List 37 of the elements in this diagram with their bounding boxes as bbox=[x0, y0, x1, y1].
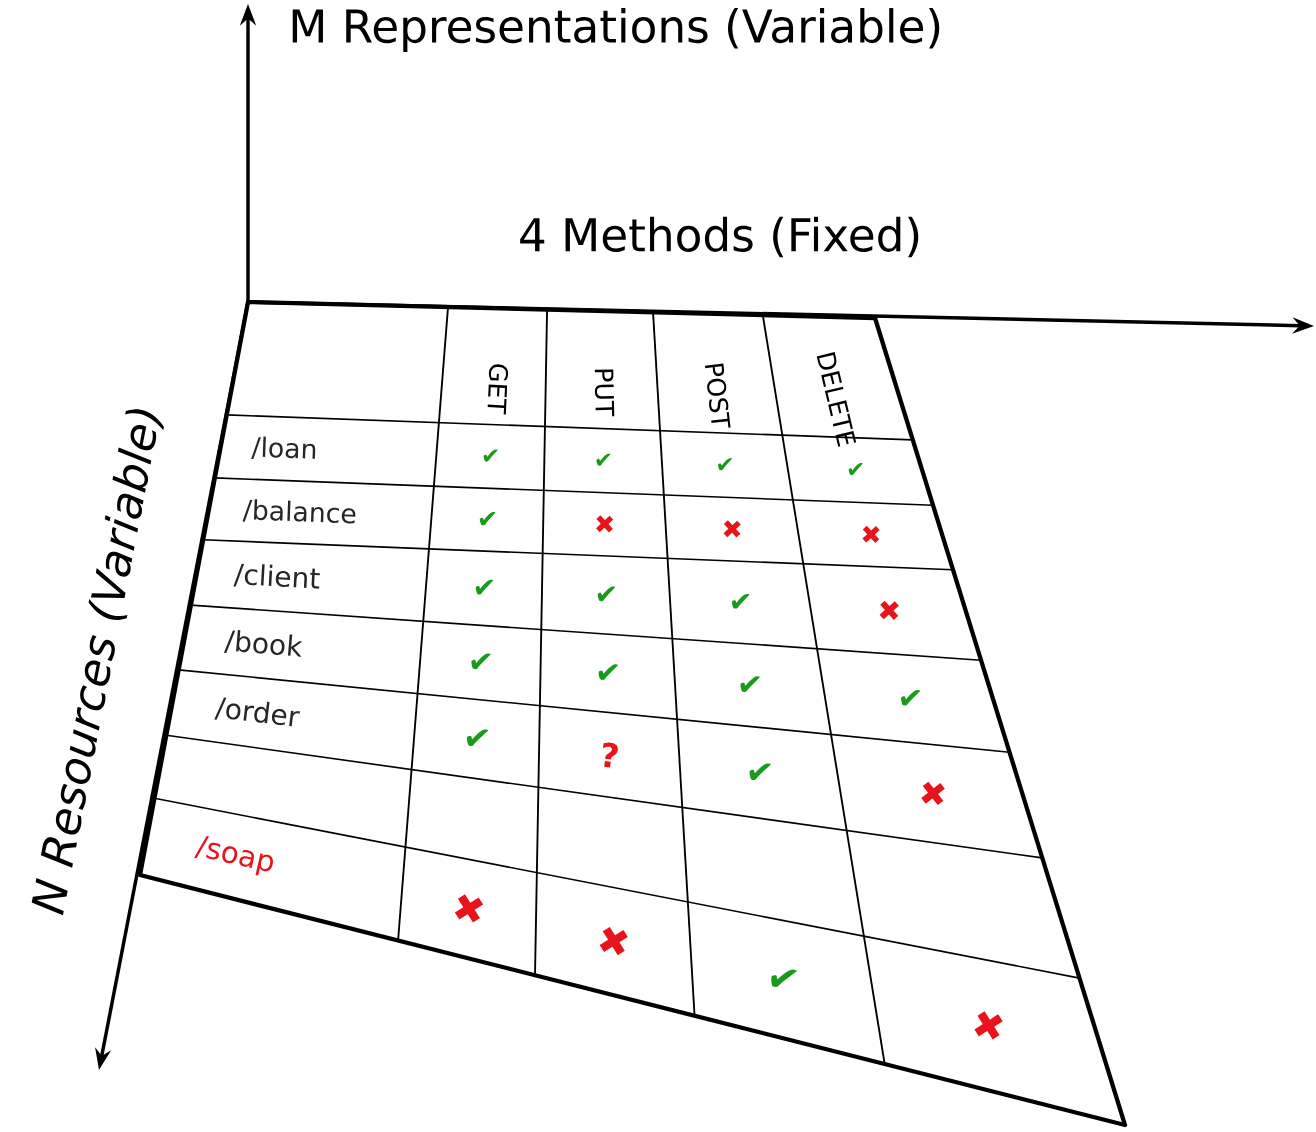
cross-mark: ✖ bbox=[723, 520, 741, 538]
check-mark: ✔ bbox=[731, 594, 750, 609]
column-header: POST bbox=[705, 363, 731, 428]
cross-mark: ✖ bbox=[921, 781, 945, 806]
cross-mark: ✖ bbox=[596, 515, 614, 533]
check-mark: ✔ bbox=[475, 579, 494, 595]
row-label: /balance bbox=[242, 499, 356, 524]
column-header: GET bbox=[487, 364, 509, 415]
check-mark: ✔ bbox=[483, 449, 498, 462]
check-mark: ✔ bbox=[598, 664, 618, 680]
axis-label: N Resources (Variable) bbox=[31, 409, 164, 916]
check-mark: ✔ bbox=[718, 458, 733, 471]
check-mark: ✔ bbox=[740, 676, 760, 692]
check-mark: ✔ bbox=[901, 689, 921, 706]
check-mark: ✔ bbox=[848, 463, 863, 476]
check-mark: ✔ bbox=[466, 729, 489, 746]
row-label: /book bbox=[223, 630, 303, 657]
row-label: /loan bbox=[251, 436, 316, 459]
check-mark: ✔ bbox=[596, 453, 611, 466]
check-mark: ✔ bbox=[479, 512, 496, 526]
column-header: PUT bbox=[594, 369, 615, 417]
axis-label: 4 Methods (Fixed) bbox=[520, 216, 919, 258]
cross-mark: ✖ bbox=[599, 926, 628, 956]
axis-label: M Representations (Variable) bbox=[292, 8, 940, 52]
check-mark: ✔ bbox=[771, 969, 797, 987]
question-mark: ? bbox=[603, 742, 618, 768]
column-header: DELETE bbox=[816, 352, 857, 447]
cross-mark: ✖ bbox=[974, 1011, 1003, 1040]
cross-mark: ✖ bbox=[862, 525, 880, 543]
check-mark: ✔ bbox=[471, 653, 491, 670]
row-label: /client bbox=[233, 563, 320, 589]
check-mark: ✔ bbox=[597, 586, 616, 602]
row-label: /soap bbox=[194, 835, 273, 876]
cross-mark: ✖ bbox=[454, 894, 484, 923]
check-mark: ✔ bbox=[749, 763, 771, 780]
cross-mark: ✖ bbox=[879, 600, 899, 620]
row-label: /order bbox=[214, 697, 300, 727]
